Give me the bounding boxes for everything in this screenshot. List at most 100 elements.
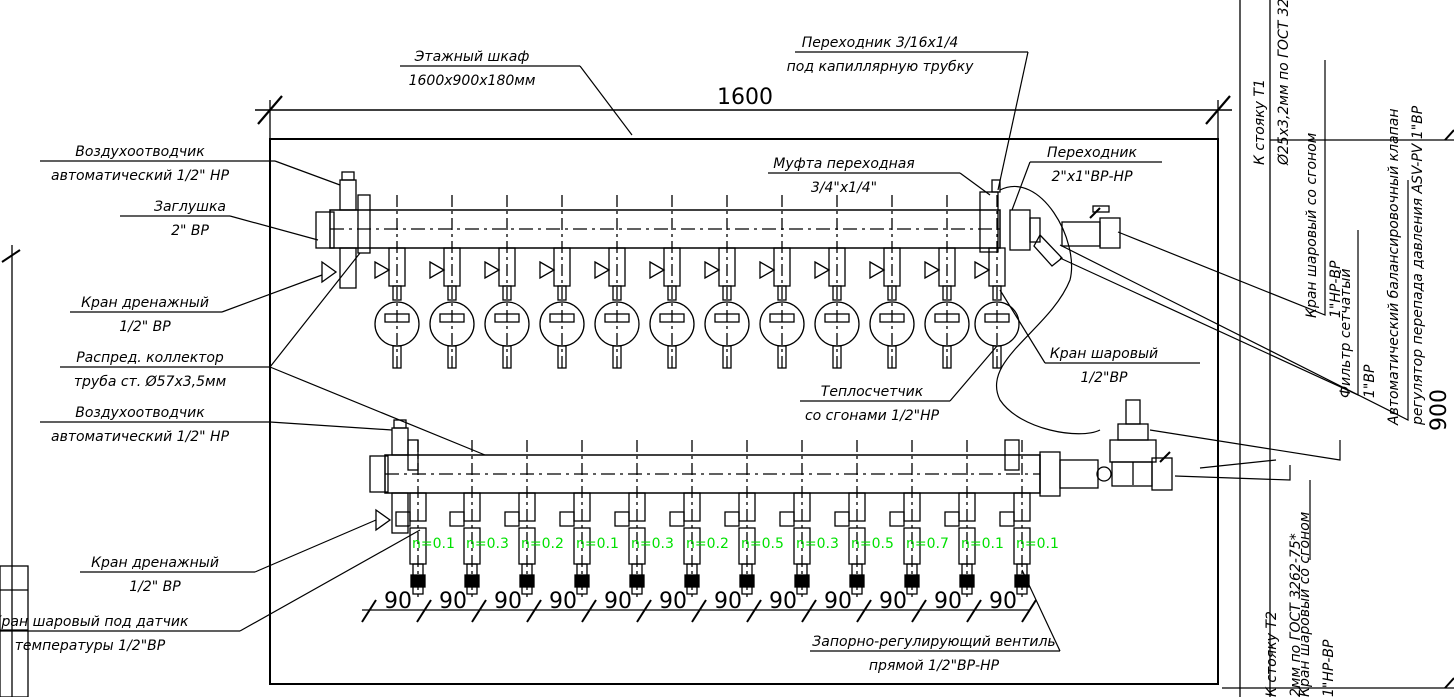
upper-branch <box>484 195 530 369</box>
lower-branch <box>449 440 481 600</box>
valve-setting: n=0.2 <box>521 536 564 552</box>
pitch-dimension <box>581 599 597 623</box>
pitch-dimension <box>636 599 652 623</box>
callout-line: 1/2" ВР <box>119 319 171 335</box>
upper-branch <box>869 195 915 369</box>
valve-setting: n=0.5 <box>851 536 894 552</box>
valve-setting: n=0.1 <box>961 536 1004 552</box>
upper-branch <box>649 195 695 369</box>
callout-air-vent-top: Воздухоотводчик автоматический 1/2" НР <box>51 144 230 184</box>
width-dimension: 1600 <box>717 85 773 110</box>
valve-setting: n=0.7 <box>906 536 949 552</box>
callout-line: автоматический 1/2" НР <box>51 168 230 184</box>
pitch-label: 90 <box>439 589 467 614</box>
valve-setting: n=0.1 <box>412 536 455 552</box>
pitch-dimension <box>746 599 762 623</box>
callout-sensor-valve: Кран шаровый под датчик температуры 1/2"В… <box>0 614 189 654</box>
callout-adapter: Переходник 2"х1"ВР-НР <box>1047 145 1137 185</box>
callout-line: Фильтр сетчатый <box>1338 269 1354 398</box>
upper-branch <box>974 195 1020 369</box>
callout-line: Кран шаровый под датчик <box>0 614 189 630</box>
callout-line: Воздухоотводчик <box>75 405 205 421</box>
callout-line: К стояку Т2 <box>1264 611 1280 697</box>
callout-line: Переходник <box>1047 145 1137 161</box>
pitch-label: 90 <box>494 589 522 614</box>
callout-line: автоматический 1/2" НР <box>51 429 230 445</box>
callout-adapter-capillary: Переходник 3/16х1/4 под капиллярную трубк… <box>787 35 974 75</box>
pitch-label: 90 <box>879 589 907 614</box>
callout-line: Распред. коллектор <box>76 350 224 366</box>
callout-line: под капиллярную трубку <box>787 59 974 75</box>
callout-line: 2"х1"ВР-НР <box>1051 169 1133 185</box>
upper-branch <box>814 195 860 369</box>
valve-setting: n=0.1 <box>576 536 619 552</box>
pitch-dimension <box>691 599 707 623</box>
upper-branch <box>759 195 805 369</box>
callout-riser-t1: К стояку Т1 Ø25х3,2мм по ГОСТ 3262-75* <box>1252 0 1292 166</box>
pitch-label: 90 <box>824 589 852 614</box>
lower-branch <box>724 440 756 600</box>
callout-shutoff-valve: Запорно-регулирующий вентиль прямой 1/2"В… <box>812 634 1055 674</box>
callout-line: К стояку Т1 <box>1252 79 1268 165</box>
lower-branch <box>504 440 536 600</box>
upper-branch <box>539 195 585 369</box>
callout-line: со сгонами 1/2"НР <box>805 408 940 424</box>
pitch-dimension <box>966 599 982 623</box>
callout-line: Кран дренажный <box>91 555 219 571</box>
pitch-dimension <box>856 599 872 623</box>
valve-setting: n=0.1 <box>1016 536 1059 552</box>
callout-line: Воздухоотводчик <box>75 144 205 160</box>
callout-line: 2мм по ГОСТ 3262-75* <box>1288 533 1304 697</box>
callout-line: Ø25х3,2мм по ГОСТ 3262-75* <box>1276 0 1292 166</box>
strainer-body <box>1033 233 1063 267</box>
valve-setting: n=0.3 <box>466 536 509 552</box>
callout-line: 1600х900х180мм <box>409 73 536 89</box>
pitch-label: 90 <box>989 589 1017 614</box>
callout-line: Кран шаровый со сгоном <box>1304 132 1320 318</box>
lower-branch <box>944 440 976 600</box>
lower-branch <box>779 440 811 600</box>
pitch-label: 90 <box>714 589 742 614</box>
callout-air-vent-bottom: Воздухоотводчик автоматический 1/2" НР <box>51 405 230 445</box>
height-dimension: 900 <box>1427 389 1452 431</box>
pitch-dimension <box>526 599 542 623</box>
callout-line: температуры 1/2"ВР <box>15 638 166 654</box>
valve-setting: n=0.3 <box>796 536 839 552</box>
callout-line: Запорно-регулирующий вентиль <box>812 634 1055 650</box>
callout-cabinet: Этажный шкаф 1600х900х180мм <box>409 49 536 89</box>
valve-setting: n=0.2 <box>686 536 729 552</box>
callout-line: прямой 1/2"ВР-НР <box>869 658 1000 674</box>
callout-line: Заглушка <box>154 199 226 215</box>
valve-setting: n=0.5 <box>741 536 784 552</box>
callout-line: Автоматический балансировочный клапан <box>1386 109 1402 426</box>
callout-line: 3/4"х1/4" <box>811 180 877 196</box>
pitch-label: 90 <box>604 589 632 614</box>
pitch-dimension <box>911 599 927 623</box>
pitch-label: 90 <box>769 589 797 614</box>
callout-line: 1"НР-ВР <box>1321 639 1337 697</box>
callout-line: Этажный шкаф <box>414 49 530 65</box>
upper-branch <box>594 195 640 369</box>
upper-branch <box>374 195 420 369</box>
lower-branch <box>614 440 646 600</box>
lower-branch <box>559 440 591 600</box>
lower-branch <box>669 440 701 600</box>
callout-line: Переходник 3/16х1/4 <box>802 35 959 51</box>
valve-setting: n=0.3 <box>631 536 674 552</box>
balancing-valve-head <box>1125 399 1141 425</box>
upper-branch <box>704 195 750 369</box>
lower-branch <box>834 440 866 600</box>
pitch-label: 90 <box>934 589 962 614</box>
lower-branch <box>395 440 427 600</box>
pitch-dimension <box>361 599 377 623</box>
pitch-dimension <box>471 599 487 623</box>
